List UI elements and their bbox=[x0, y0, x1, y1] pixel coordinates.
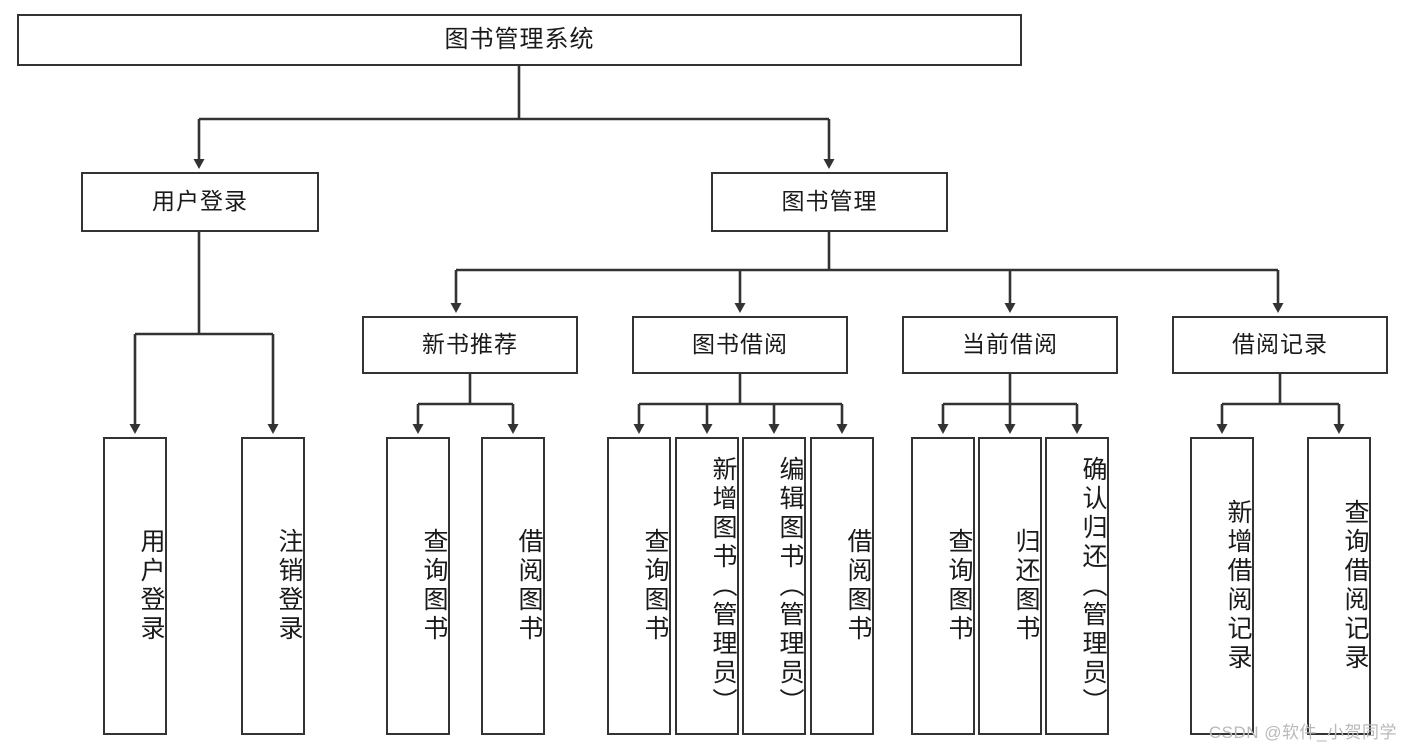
node-leaf-edit-book-admin[interactable]: 编辑图书（管理员） bbox=[742, 437, 806, 735]
node-root-system[interactable]: 图书管理系统 bbox=[17, 14, 1022, 66]
node-new-book-recommend[interactable]: 新书推荐 bbox=[362, 316, 578, 374]
node-label: 图书借阅 bbox=[692, 331, 788, 358]
node-borrow-record[interactable]: 借阅记录 bbox=[1172, 316, 1388, 374]
node-leaf-logout[interactable]: 注销登录 bbox=[241, 437, 305, 735]
node-leaf-add-borrow-record[interactable]: 新增借阅记录 bbox=[1190, 437, 1254, 735]
node-label: 用户登录 bbox=[137, 528, 165, 644]
node-label: 编辑图书（管理员） bbox=[776, 455, 804, 717]
node-user-login[interactable]: 用户登录 bbox=[81, 172, 319, 232]
node-leaf-query-book-current[interactable]: 查询图书 bbox=[911, 437, 975, 735]
node-label: 查询图书 bbox=[641, 528, 669, 644]
node-label: 注销登录 bbox=[275, 528, 303, 644]
node-label: 借阅记录 bbox=[1232, 331, 1328, 358]
node-leaf-query-borrow-record[interactable]: 查询借阅记录 bbox=[1307, 437, 1371, 735]
node-label: 新增图书（管理员） bbox=[709, 455, 737, 717]
node-leaf-borrow-book[interactable]: 借阅图书 bbox=[810, 437, 874, 735]
node-label: 确认归还（管理员） bbox=[1079, 455, 1107, 717]
node-book-management[interactable]: 图书管理 bbox=[711, 172, 948, 232]
node-label: 用户登录 bbox=[152, 188, 248, 215]
node-label: 借阅图书 bbox=[844, 528, 872, 644]
node-label: 查询图书 bbox=[420, 528, 448, 644]
node-label: 当前借阅 bbox=[962, 331, 1058, 358]
node-leaf-add-book-admin[interactable]: 新增图书（管理员） bbox=[675, 437, 739, 735]
node-leaf-return-book[interactable]: 归还图书 bbox=[978, 437, 1042, 735]
node-label: 图书管理系统 bbox=[444, 25, 595, 53]
node-label: 新书推荐 bbox=[422, 331, 518, 358]
node-leaf-user-login[interactable]: 用户登录 bbox=[103, 437, 167, 735]
node-label: 查询图书 bbox=[945, 528, 973, 644]
node-leaf-query-book-borrow[interactable]: 查询图书 bbox=[607, 437, 671, 735]
node-label: 图书管理 bbox=[781, 188, 878, 215]
node-leaf-confirm-return-admin[interactable]: 确认归还（管理员） bbox=[1045, 437, 1109, 735]
node-current-borrow[interactable]: 当前借阅 bbox=[902, 316, 1118, 374]
node-leaf-query-book-recommend[interactable]: 查询图书 bbox=[386, 437, 450, 735]
node-book-borrow[interactable]: 图书借阅 bbox=[632, 316, 848, 374]
watermark: CSDN @软件_小贺同学 bbox=[1208, 723, 1397, 742]
node-label: 新增借阅记录 bbox=[1224, 499, 1252, 673]
node-label: 归还图书 bbox=[1012, 528, 1040, 644]
node-leaf-borrow-book-recommend[interactable]: 借阅图书 bbox=[481, 437, 545, 735]
node-label: 查询借阅记录 bbox=[1341, 499, 1369, 673]
node-label: 借阅图书 bbox=[515, 528, 543, 644]
